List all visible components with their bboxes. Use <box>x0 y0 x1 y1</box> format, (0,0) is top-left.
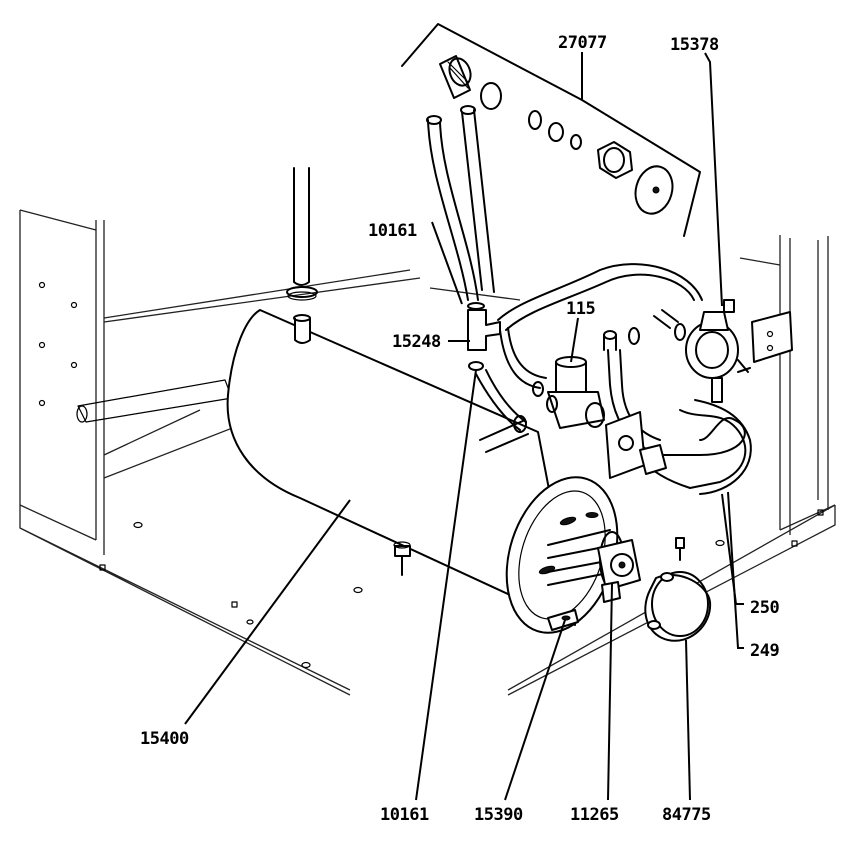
label-10161-bottom: 10161 <box>380 805 429 825</box>
heating-element <box>505 476 625 634</box>
label-15378: 15378 <box>670 35 719 55</box>
leader-249 <box>727 491 744 649</box>
pressure-regulator <box>685 299 793 403</box>
t-connector <box>467 302 544 433</box>
label-15248: 15248 <box>392 332 441 352</box>
label-249: 249 <box>750 641 779 661</box>
label-15400: 15400 <box>140 729 189 749</box>
solenoid-valve <box>546 356 667 479</box>
label-250: 250 <box>750 598 779 618</box>
label-15390: 15390 <box>474 805 523 825</box>
leader-10161-top <box>431 221 463 305</box>
label-27077: 27077 <box>558 33 607 53</box>
part-labels: 27077 15378 10161 115 15248 250 249 1540… <box>140 33 780 825</box>
label-10161-top: 10161 <box>368 221 417 241</box>
leader-250 <box>721 493 744 605</box>
leader-84775 <box>685 639 691 801</box>
label-84775: 84775 <box>662 805 711 825</box>
leader-115 <box>570 317 579 363</box>
leader-11265 <box>607 583 613 801</box>
label-11265: 11265 <box>570 805 619 825</box>
element-cover <box>393 537 712 642</box>
leader-15378 <box>704 52 723 307</box>
water-tank <box>226 167 576 626</box>
leader-lines <box>184 52 744 801</box>
leader-15400 <box>184 499 351 725</box>
leader-15390 <box>504 619 566 801</box>
leader-10161-bottom <box>415 369 477 801</box>
fitting-kit <box>401 23 701 237</box>
label-115: 115 <box>566 299 595 319</box>
thermostat <box>597 539 641 603</box>
